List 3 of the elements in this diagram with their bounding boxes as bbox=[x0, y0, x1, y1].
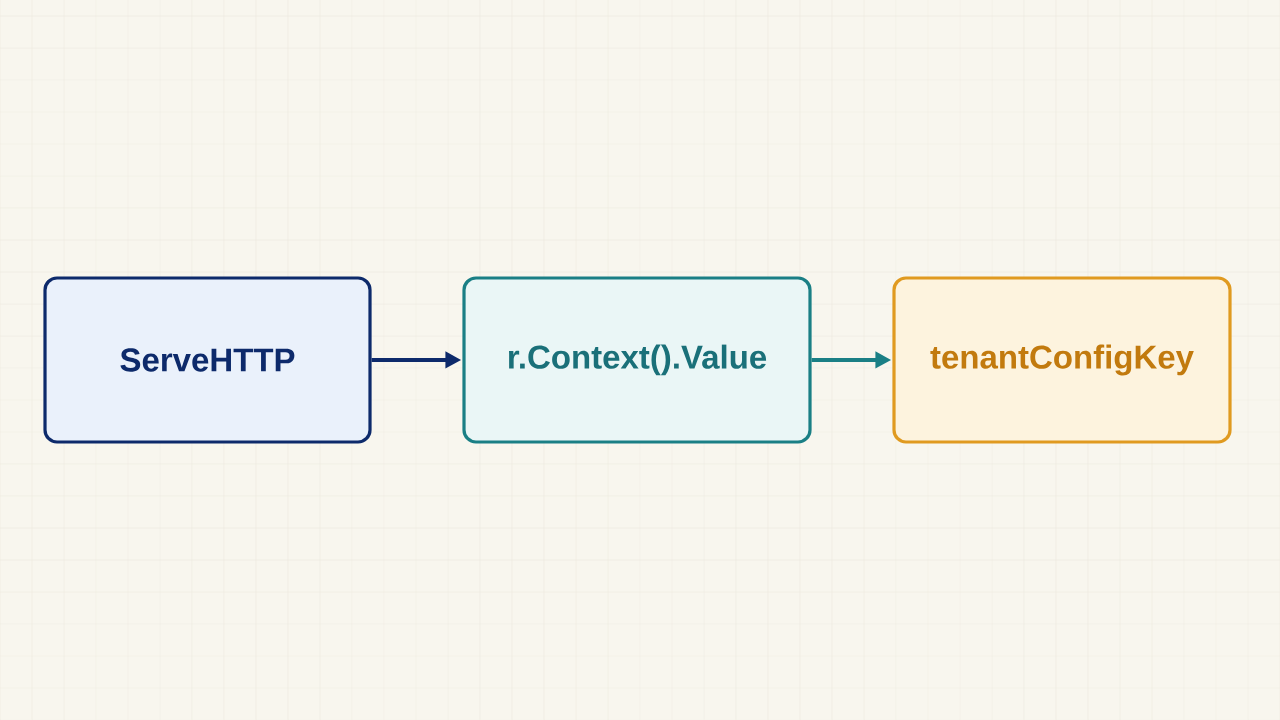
process-box: ServeHTTP bbox=[43, 276, 372, 444]
process-box: r.Context().Value bbox=[462, 276, 812, 444]
process-box: tenantConfigKey bbox=[892, 276, 1232, 444]
